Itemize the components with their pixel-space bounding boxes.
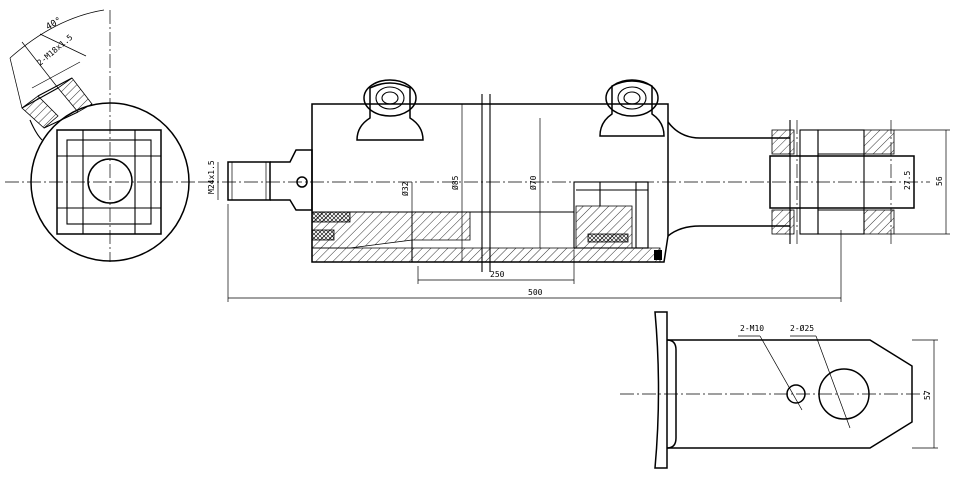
clevis-end: 56 27.5 xyxy=(769,120,950,244)
port-boss-left xyxy=(356,79,424,141)
pin-hole-label: 2-Ø25 xyxy=(790,323,814,333)
outer-dia-label: Ø85 xyxy=(450,175,460,190)
port-thread-label: 2-M18x1.5 xyxy=(36,33,75,68)
bolt-label: 2-M10 xyxy=(740,324,764,333)
stroke-label: 250 xyxy=(490,270,505,279)
overall-length-label: 500 xyxy=(528,288,543,297)
piston xyxy=(573,181,649,249)
angle-label: 40° xyxy=(45,16,64,33)
end-view-port-boss xyxy=(21,77,93,141)
clevis-plate-detail: 2-M10 2-Ø25 57 xyxy=(620,311,938,469)
bore-dia-label: Ø70 xyxy=(528,175,538,190)
rod-thread xyxy=(227,161,271,201)
tube-wall-hatch xyxy=(311,247,661,263)
rod-thread-label: M24x1.5 xyxy=(207,160,216,194)
pin-slot-label: 27.5 xyxy=(903,171,912,190)
plate-height-label: 57 xyxy=(923,390,932,400)
clevis-height-label: 56 xyxy=(935,176,944,186)
port-boss-right xyxy=(599,79,665,137)
gland-seal xyxy=(311,211,351,223)
rod-dia-label: Ø32 xyxy=(400,181,410,196)
end-view: 40° 2-M18x1.5 xyxy=(5,9,200,262)
cylinder-section-view: Ø32 Ø85 Ø70 M24x1.5 250 500 xyxy=(200,79,930,302)
